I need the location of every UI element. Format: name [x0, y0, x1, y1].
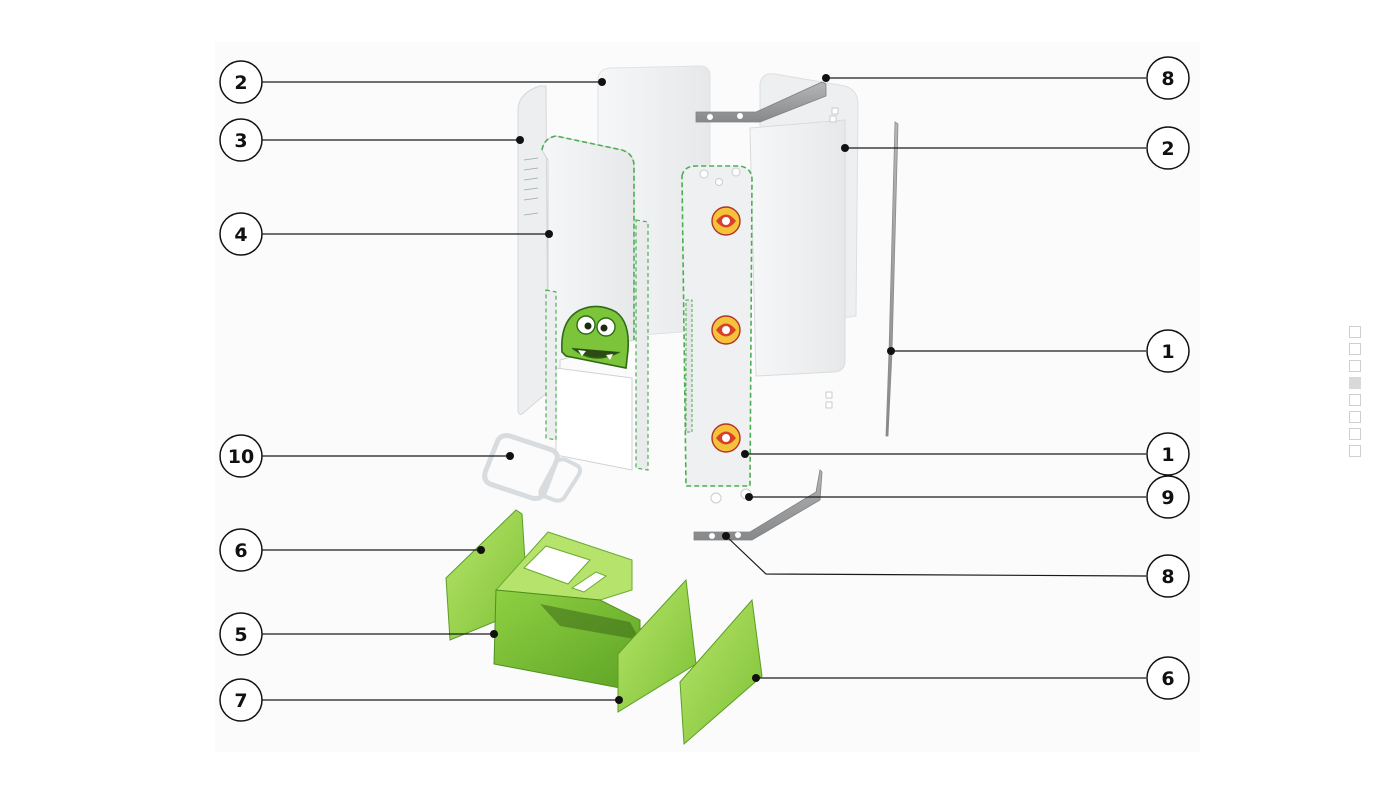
slide-pager: [1349, 326, 1365, 462]
callout-left-6: 6: [219, 528, 263, 572]
callout-left-7: 7: [219, 678, 263, 722]
leader-dots: [477, 74, 895, 704]
callout-right-8a: 8: [1146, 56, 1190, 100]
leader-lines: [262, 77, 1147, 701]
pager-dot[interactable]: [1349, 326, 1361, 338]
column-top-pegs: [699, 167, 741, 186]
callout-left-5: 5: [219, 612, 263, 656]
callout-right-9: 9: [1146, 475, 1190, 519]
callout-right-1a-label: 1: [1161, 341, 1174, 363]
top-strip-hole-1: [707, 114, 713, 120]
callout-right-6: 6: [1146, 656, 1190, 700]
callout-right-8a-label: 8: [1161, 68, 1174, 90]
part-candy-column-tab: [685, 299, 693, 433]
top-strip-hole-2: [737, 113, 743, 119]
callout-left-10: 10: [219, 434, 263, 478]
callout-right-2: 2: [1146, 126, 1190, 170]
callout-left-2-label: 2: [234, 72, 247, 94]
callout-left-5-label: 5: [234, 624, 247, 646]
part-base-right-wing: [679, 598, 763, 746]
pager-dot[interactable]: [1349, 445, 1361, 457]
bottom-strip-hole-1: [709, 533, 715, 539]
callout-right-2-label: 2: [1161, 138, 1174, 160]
candy-bottom-icon: [711, 423, 741, 453]
part-bottom-strip: [693, 469, 823, 541]
part-right-side-panel: [749, 119, 846, 377]
callout-left-4: 4: [219, 212, 263, 256]
callout-left-6-label: 6: [234, 540, 247, 562]
pager-dot[interactable]: [1349, 343, 1361, 355]
callout-left-10-label: 10: [228, 446, 254, 468]
callout-right-9-label: 9: [1161, 487, 1174, 509]
callout-left-3-label: 3: [234, 130, 247, 152]
part-top-strip: [695, 81, 827, 123]
callout-left-4-label: 4: [234, 224, 247, 246]
pager-dot[interactable]: [1349, 394, 1361, 406]
pager-dot[interactable]: [1349, 411, 1361, 423]
callout-right-1b: 1: [1146, 432, 1190, 476]
callout-right-1b-label: 1: [1161, 444, 1174, 466]
part-front-panel-tab: [635, 219, 649, 471]
callout-right-8b: 8: [1146, 554, 1190, 598]
part-front-panel-fold-line: [541, 135, 635, 340]
callout-right-6-label: 6: [1161, 668, 1174, 690]
part-left-panel: [517, 85, 549, 415]
pager-dot[interactable]: [1349, 360, 1361, 372]
callout-right-1a: 1: [1146, 329, 1190, 373]
part-front-window: [555, 367, 633, 471]
callout-left-2: 2: [219, 60, 263, 104]
callout-left-3: 3: [219, 118, 263, 162]
pager-dot[interactable]: [1349, 428, 1361, 440]
pager-dot[interactable]: [1349, 377, 1361, 389]
part-front-left-tab: [545, 289, 557, 441]
part-left-panel-text: [523, 157, 539, 216]
callout-right-8b-label: 8: [1161, 566, 1174, 588]
candy-middle-icon: [711, 315, 741, 345]
small-pegs: [825, 107, 839, 409]
bottom-strip-hole-2: [735, 532, 741, 538]
part-frame-rings: [482, 433, 582, 503]
candy-top-icon: [711, 206, 741, 236]
callout-left-7-label: 7: [234, 690, 247, 712]
part-base-tray: [493, 531, 641, 689]
character-illustration: [561, 305, 630, 369]
